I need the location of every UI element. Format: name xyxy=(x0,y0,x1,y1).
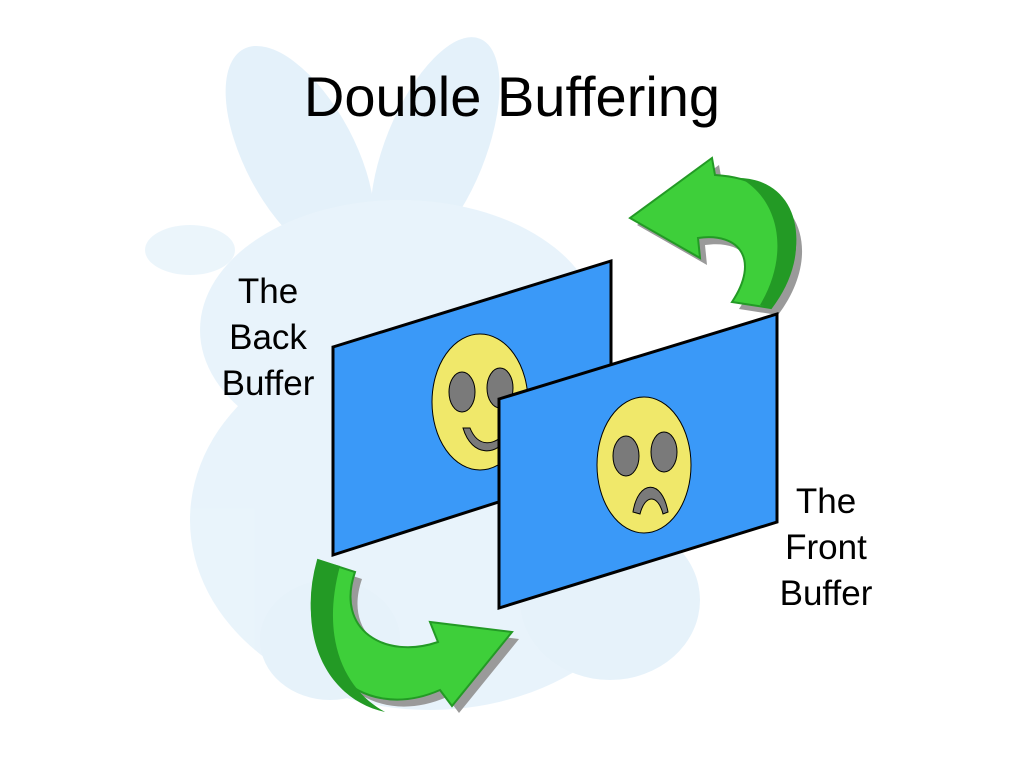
arrow-dark-side-bottom xyxy=(310,560,385,712)
front-buffer-label-line-3: Buffer xyxy=(779,574,873,613)
front-frown-mouth xyxy=(632,486,669,515)
back-buffer-label-line-1: The xyxy=(237,272,299,311)
frowning-face-icon xyxy=(596,396,692,534)
front-left-eye xyxy=(612,435,640,477)
arrow-dark-side-top xyxy=(740,178,797,308)
front-buffer-label: The Front Buffer xyxy=(764,479,888,617)
back-left-eye xyxy=(448,371,476,413)
slide-title: Double Buffering xyxy=(303,65,721,128)
swap-arrow-bottom xyxy=(310,558,519,713)
back-buffer-label-line-3: Buffer xyxy=(221,364,315,403)
front-right-eye xyxy=(650,431,678,473)
back-buffer-label-line-2: Back xyxy=(229,318,307,357)
front-buffer-panel xyxy=(497,311,779,611)
front-buffer-label-line-2: Front xyxy=(785,528,867,567)
swap-arrow-top xyxy=(628,156,803,315)
back-buffer-label: The Back Buffer xyxy=(206,269,330,407)
front-buffer-label-line-1: The xyxy=(795,482,857,521)
